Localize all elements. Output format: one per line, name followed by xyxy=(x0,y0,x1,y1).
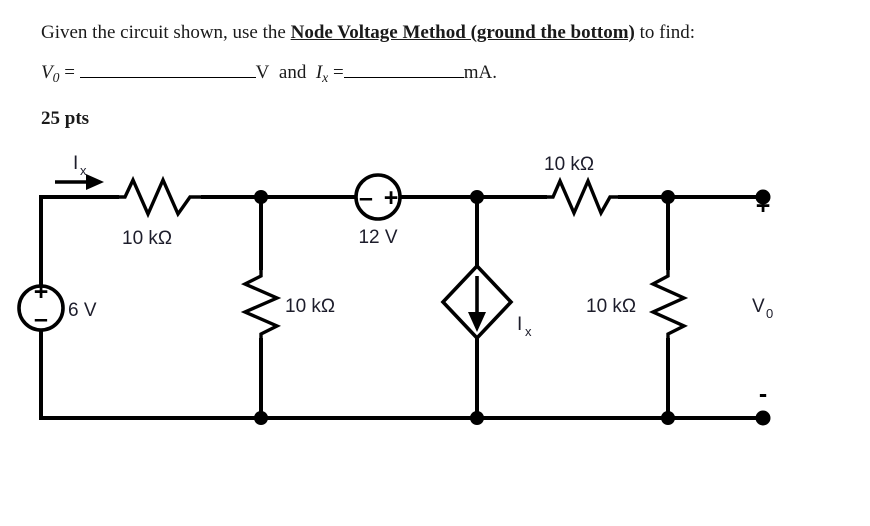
unknown-ix-symbol: I xyxy=(315,62,323,83)
junction-dot-nodeB-bottom xyxy=(470,411,484,425)
points-label: 25 pts xyxy=(41,108,90,129)
source-6v-plus-sign: + xyxy=(34,278,49,306)
source-6v-label: 6 V xyxy=(68,300,97,321)
terminal-dot-output-positive xyxy=(755,189,771,205)
dependent-source-arrow-head xyxy=(468,312,486,332)
voltage-source-6v-symbol xyxy=(17,284,65,332)
unknown-ix-subscript: x xyxy=(322,69,329,85)
output-terminal-minus: - xyxy=(759,380,767,408)
unit-milliamps: mA. xyxy=(463,62,497,83)
junction-dot-nodeC-top xyxy=(661,190,675,204)
problem-instruction-line: Given the circuit shown, use the Node Vo… xyxy=(41,22,695,44)
resistor-r4-label: 10 kΩ xyxy=(586,296,636,317)
source-12v-label: 12 V xyxy=(358,227,397,248)
junction-dot-nodeC-bottom xyxy=(661,411,675,425)
unknown-vo-symbol: V xyxy=(41,62,53,83)
resistor-r3-symbol xyxy=(545,176,620,218)
unit-volts: V xyxy=(255,62,270,83)
resistor-r3-label: 10 kΩ xyxy=(544,154,594,175)
voltage-source-12v-symbol xyxy=(354,173,402,221)
current-ix-arrow-head xyxy=(86,174,104,190)
resistor-r2-symbol xyxy=(240,268,282,340)
circuit-schematic: 10 kΩ 10 kΩ 10 kΩ 10 kΩ + – 6 V – + 12 V… xyxy=(17,153,773,426)
junction-dot-nodeB-top xyxy=(470,190,484,204)
source-6v-minus-sign: – xyxy=(34,305,48,333)
source-12v-minus-sign: – xyxy=(359,184,373,212)
instruction-text-lead: Given the circuit shown, use the xyxy=(41,22,291,43)
answer-blank-vo[interactable] xyxy=(79,77,256,78)
equals-sign-2: = xyxy=(328,62,344,83)
output-voltage-label-subscript: 0 xyxy=(766,306,773,321)
resistor-r4-symbol xyxy=(648,268,689,340)
junction-dot-nodeA-bottom xyxy=(254,411,268,425)
resistor-r1-label: 10 kΩ xyxy=(122,228,172,249)
current-ix-label-subscript: x xyxy=(80,163,87,178)
dependent-source-label: I xyxy=(517,314,522,335)
method-emphasis: Node Voltage Method (ground the bottom) xyxy=(290,22,635,43)
resistor-r2-label: 10 kΩ xyxy=(285,296,335,317)
resistor-r1-symbol xyxy=(117,175,203,219)
conjunction-and: and xyxy=(278,62,307,83)
source-12v-plus-sign: + xyxy=(384,184,399,212)
answer-blanks-line: V0 = V and Ix =mA. xyxy=(41,62,497,86)
instruction-text-tail: to find: xyxy=(634,22,696,43)
answer-blank-ix[interactable] xyxy=(343,77,464,78)
current-ix-label: I xyxy=(73,153,78,174)
output-voltage-label: V xyxy=(752,296,765,317)
equals-sign-1: = xyxy=(59,62,80,83)
unknown-vo-subscript: 0 xyxy=(52,69,60,85)
dependent-source-label-subscript: x xyxy=(525,324,532,339)
junction-dot-nodeA-top xyxy=(254,190,268,204)
terminal-dot-output-negative xyxy=(755,410,771,426)
